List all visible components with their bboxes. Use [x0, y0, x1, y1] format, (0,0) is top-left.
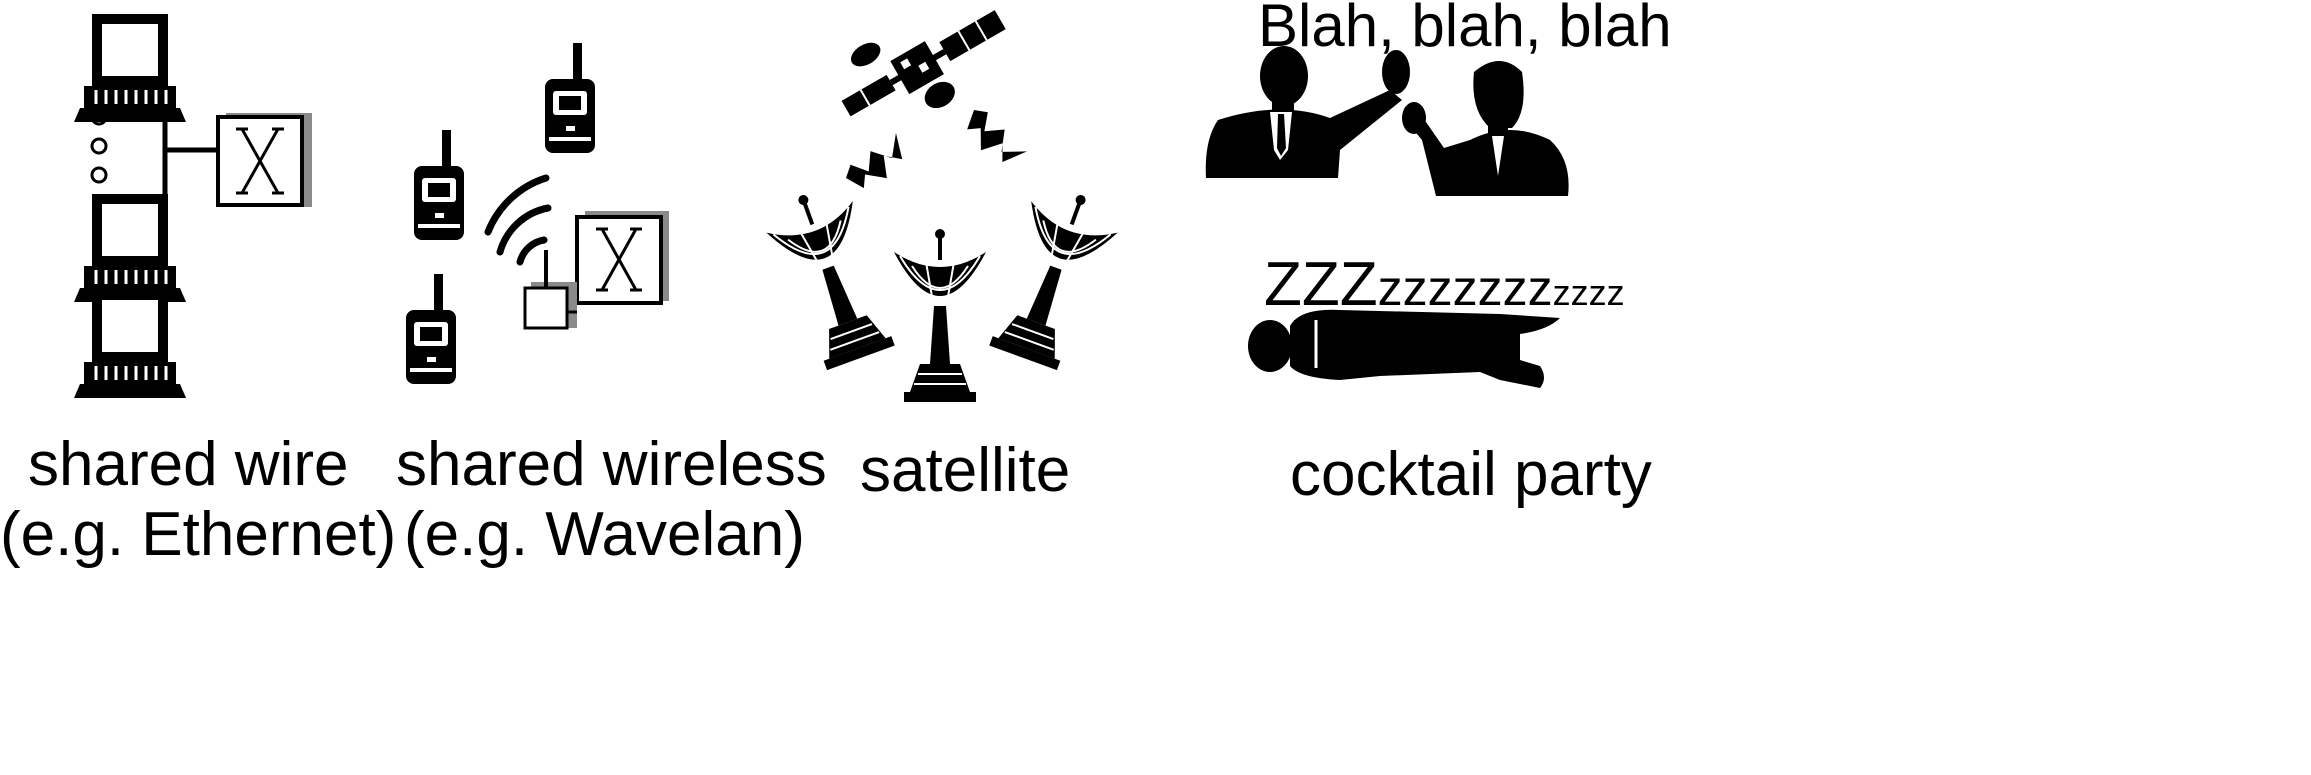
satellite-panel — [756, 10, 1128, 404]
satellite-caption: satellite — [860, 436, 1071, 505]
shared-wireless-caption-line1: shared wireless — [396, 430, 827, 499]
talking-man-icon — [1205, 46, 1410, 178]
computer-icon — [72, 192, 188, 304]
computer-icon — [72, 288, 188, 400]
shared-wire-panel — [72, 12, 312, 400]
satellite-dish-icon — [977, 177, 1128, 376]
snore-big: ZZZ — [1264, 250, 1378, 319]
satellite-dish-icon — [756, 177, 907, 376]
shared-wire-caption-line2: (e.g. Ethernet) — [0, 500, 397, 569]
snore-text-large: ZZZzzzzzzzzzzz — [1264, 254, 1625, 324]
speech-text: Blah, blah, blah — [1258, 0, 1672, 59]
handheld-radio-icon — [414, 130, 464, 240]
computer-icon — [72, 12, 188, 124]
handheld-radio-icon — [406, 274, 456, 384]
lightning-icon — [841, 129, 915, 199]
handheld-radio-icon — [545, 43, 595, 153]
lightning-icon — [957, 104, 1031, 174]
snore-mid: zzzzzzz — [1377, 260, 1553, 316]
switch-icon — [216, 113, 312, 207]
shared-wireless-caption-line2: (e.g. Wavelan) — [404, 500, 805, 569]
wireless-waves-icon — [484, 174, 552, 266]
snore-small: zzzz — [1552, 272, 1625, 313]
cocktail-party-caption: cocktail party — [1290, 440, 1652, 509]
satellite-dish-icon — [892, 227, 988, 404]
shared-wire-caption-line1: shared wire — [28, 430, 349, 499]
sleeping-man-icon — [1248, 309, 1560, 388]
access-point-switch-icon — [523, 211, 669, 330]
ellipsis-dots — [90, 108, 108, 184]
shared-wireless-panel — [406, 43, 669, 384]
satellite-icon — [841, 10, 1006, 117]
cocktail-party-panel — [1205, 46, 1569, 388]
talking-woman-icon — [1402, 61, 1569, 196]
